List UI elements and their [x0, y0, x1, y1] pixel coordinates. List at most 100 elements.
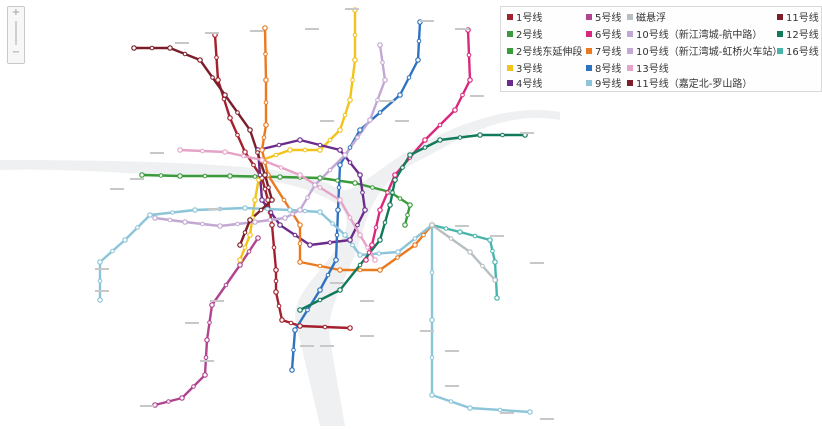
station-dot	[429, 392, 435, 398]
legend-item-line5[interactable]: 5号线	[586, 11, 621, 27]
station-dot	[252, 197, 258, 203]
station-dot	[267, 217, 273, 223]
station-dot	[297, 172, 303, 178]
station-dot	[366, 250, 372, 255]
station-dot	[204, 337, 210, 343]
zoom-slider[interactable]	[15, 21, 17, 45]
station-dot	[269, 222, 275, 228]
station-dot	[242, 205, 248, 211]
legend-item-line16[interactable]: 16号线	[777, 45, 819, 61]
station-dot	[152, 215, 158, 221]
station-dot	[347, 325, 353, 331]
station-dot	[337, 127, 343, 133]
legend-item-line7[interactable]: 7号线	[586, 45, 621, 61]
station-dot	[242, 245, 248, 250]
station-dot	[355, 135, 360, 140]
station-label-mark	[360, 335, 374, 337]
legend-item-line2[interactable]: 2号线	[507, 28, 542, 44]
legend-item-line10a[interactable]: 10号线（新江湾城-航中路）	[627, 28, 762, 44]
river	[0, 109, 560, 426]
station-dot	[302, 147, 308, 153]
station-dot	[380, 60, 385, 65]
station-dot	[227, 173, 233, 179]
station-label-mark	[185, 322, 199, 324]
legend-swatch	[507, 48, 513, 54]
station-dot	[202, 372, 208, 378]
station-dot	[297, 259, 303, 265]
legend-item-line11a[interactable]: 11号线（嘉定北-罗山路）	[627, 77, 752, 91]
station-dot	[247, 127, 253, 133]
legend-swatch	[627, 80, 633, 86]
station-dot	[131, 45, 137, 51]
station-dot	[406, 75, 412, 80]
station-dot	[337, 267, 343, 273]
station-dot	[297, 323, 303, 329]
legend-item-line9[interactable]: 9号线	[586, 77, 621, 91]
legend-item-line12[interactable]: 12号线	[777, 28, 819, 44]
station-label-mark	[95, 268, 109, 270]
station-dot	[352, 32, 358, 38]
station-dot	[317, 263, 323, 269]
legend-item-line1[interactable]: 1号线	[507, 11, 542, 27]
station-dot	[415, 57, 421, 63]
station-dot	[182, 219, 188, 225]
station-dot	[242, 149, 248, 155]
station-dot	[494, 295, 500, 301]
legend-swatch	[627, 65, 633, 71]
zoom-control-icon[interactable]: + −	[7, 6, 25, 64]
legend-item-line13[interactable]: 13号线	[627, 62, 669, 78]
station-dot	[210, 75, 215, 80]
station-dot	[291, 347, 296, 353]
legend-item-line3[interactable]: 3号线	[507, 62, 542, 78]
station-dot	[237, 257, 243, 263]
station-dot	[327, 240, 333, 245]
station-label-mark	[380, 100, 394, 102]
station-dot	[207, 320, 212, 325]
station-dot	[362, 207, 368, 213]
station-dot	[448, 236, 454, 241]
station-dot	[382, 220, 388, 225]
legend-label: 10号线（新江湾城-航中路）	[636, 30, 763, 41]
station-label-mark	[345, 8, 359, 10]
station-dot	[158, 173, 164, 178]
station-label-mark	[320, 120, 334, 122]
station-dot	[457, 135, 463, 140]
station-dot	[139, 172, 145, 178]
legend-item-line10b[interactable]: 10号线（新江湾城-虹桥火车站）	[627, 45, 782, 61]
station-dot	[395, 255, 400, 260]
station-dot	[342, 232, 348, 238]
zoom-in-icon[interactable]: +	[11, 7, 21, 18]
legend-label: 16号线	[786, 47, 819, 58]
station-dot	[327, 137, 333, 143]
station-dot	[421, 232, 426, 238]
station-dot	[357, 172, 363, 178]
station-dot	[271, 245, 277, 250]
legend-item-line2-east[interactable]: 2号线东延伸段	[507, 45, 582, 61]
station-dot	[237, 262, 243, 268]
legend-swatch	[777, 31, 783, 37]
legend-item-maglev[interactable]: 磁悬浮	[627, 11, 666, 27]
station-dot	[247, 232, 253, 238]
station-dot	[203, 355, 209, 360]
station-dot	[492, 277, 498, 283]
station-dot	[273, 289, 279, 295]
station-dot	[330, 221, 335, 226]
station-dot	[209, 302, 215, 308]
station-dot	[261, 135, 267, 140]
legend-label: 7号线	[595, 47, 622, 58]
station-dot	[429, 222, 435, 228]
legend-item-line8[interactable]: 8号线	[586, 62, 621, 78]
legend-swatch	[627, 48, 633, 54]
station-dot	[357, 262, 363, 268]
legend-item-line11b[interactable]: 11号线（	[777, 11, 821, 27]
legend-item-line6[interactable]: 6号线	[586, 28, 621, 44]
station-dot	[392, 177, 398, 183]
station-dot	[268, 210, 274, 215]
legend-item-line4[interactable]: 4号线	[507, 77, 542, 91]
station-dot	[375, 97, 380, 103]
zoom-out-icon[interactable]: −	[11, 47, 21, 58]
station-dot	[363, 257, 369, 263]
station-dot	[251, 162, 256, 168]
